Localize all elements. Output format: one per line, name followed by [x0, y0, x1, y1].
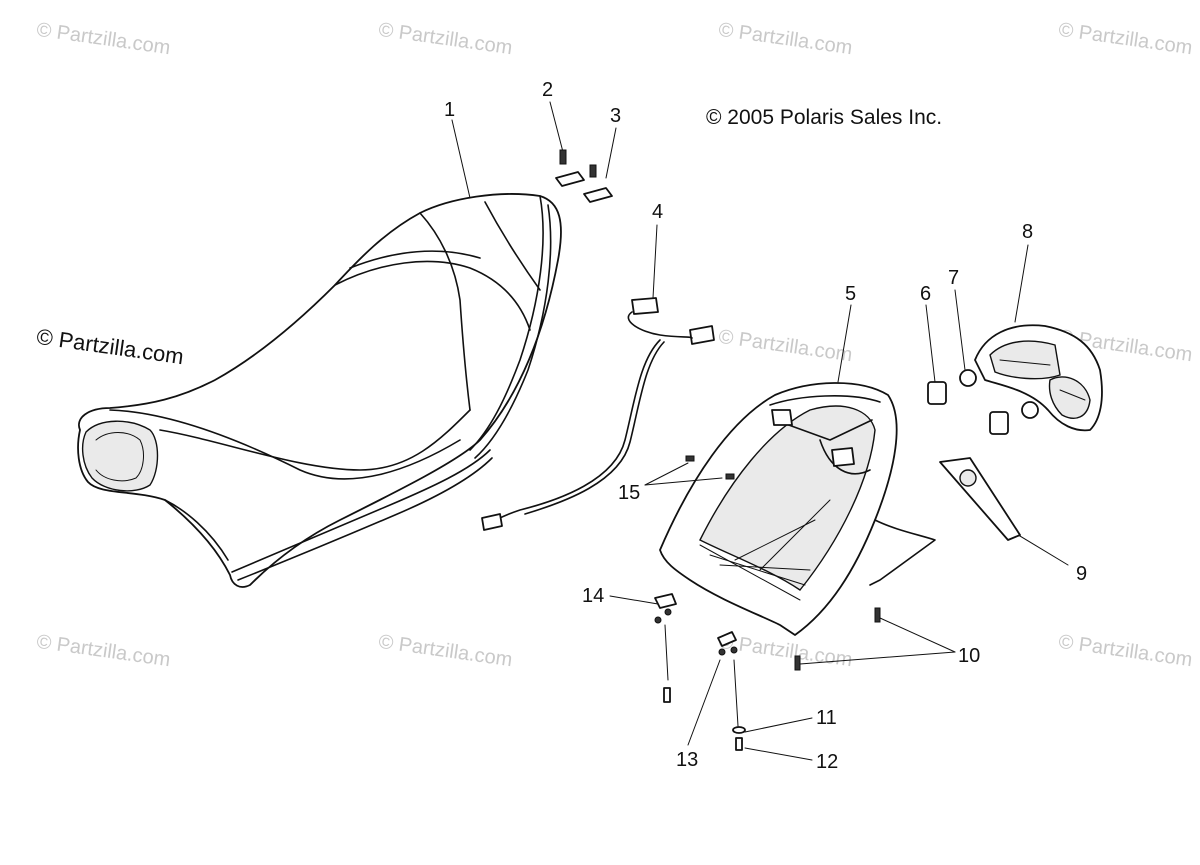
seat-illustration	[77, 119, 562, 588]
callout-3: 3	[610, 105, 622, 127]
callout-12: 12	[816, 751, 839, 773]
callout-14: 14	[582, 585, 605, 607]
copyright-notice: © 2005 Polaris Sales Inc.	[706, 106, 943, 129]
license-lamp	[939, 457, 1069, 566]
fasteners	[609, 593, 813, 761]
callout-13: 13	[676, 749, 699, 771]
callout-8: 8	[1022, 221, 1034, 243]
pins-10	[794, 607, 956, 671]
callout-6: 6	[920, 283, 932, 305]
callout-2: 2	[542, 79, 554, 101]
callout-9: 9	[1076, 563, 1088, 585]
callout-7: 7	[948, 267, 960, 289]
tail-lamp	[974, 244, 1103, 432]
bulb-sockets	[925, 289, 1039, 435]
callout-1: 1	[444, 99, 456, 121]
clip-parts	[549, 101, 617, 203]
callout-5: 5	[845, 283, 857, 305]
callout-11: 11	[816, 707, 837, 729]
callout-15: 15	[618, 482, 641, 504]
callout-10: 10	[958, 645, 981, 667]
tail-housing	[659, 304, 936, 636]
callout-4: 4	[652, 201, 664, 223]
screw-parts-15	[644, 455, 735, 486]
wiring-harness	[481, 224, 715, 531]
